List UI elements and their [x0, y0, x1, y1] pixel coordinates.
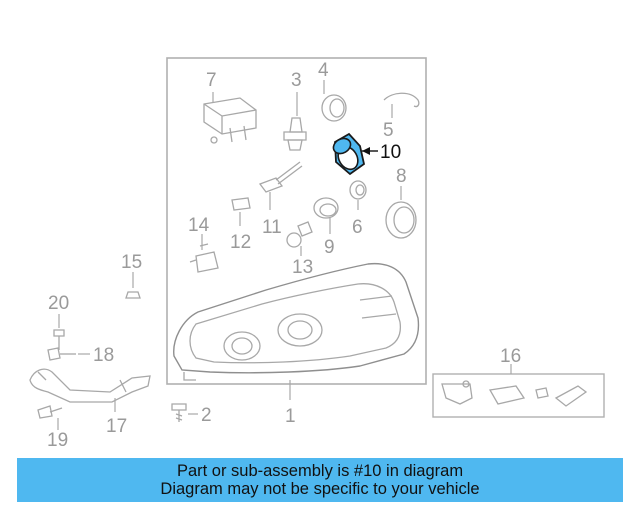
part-2-screw[interactable] — [171, 403, 198, 422]
part-18-screw[interactable] — [47, 347, 90, 361]
callout-1: 1 — [285, 406, 296, 427]
part-17-bracket[interactable] — [29, 368, 151, 412]
part-14-bulb[interactable] — [189, 234, 219, 273]
callout-11: 11 — [262, 217, 282, 238]
callout-2: 2 — [201, 405, 212, 426]
part-9-socket-ring[interactable] — [313, 197, 339, 234]
part-13-bulb[interactable] — [286, 221, 313, 256]
part-11-wiring-socket[interactable] — [258, 161, 303, 210]
callout-10: 10 — [380, 142, 401, 163]
info-banner: Part or sub-assembly is #10 in diagram D… — [17, 458, 623, 502]
callout-15: 15 — [121, 252, 142, 273]
part-3-bulb[interactable] — [283, 92, 307, 151]
part-5-wire-clip[interactable] — [383, 92, 420, 118]
part-19-screw[interactable] — [37, 405, 63, 430]
callout-5: 5 — [383, 120, 394, 141]
part-4-cap[interactable] — [321, 80, 347, 122]
part-8-ring[interactable] — [385, 186, 417, 239]
callout-14: 14 — [188, 215, 210, 236]
callout-12: 12 — [230, 232, 251, 253]
part-16-bracket-kit[interactable] — [432, 364, 605, 418]
callout-16: 16 — [500, 346, 521, 367]
callout-18: 18 — [93, 345, 114, 366]
callout-3: 3 — [291, 70, 302, 91]
assembly-frame — [166, 57, 427, 385]
callout-4: 4 — [318, 60, 329, 81]
callout-13: 13 — [292, 257, 313, 278]
part-20-screw[interactable] — [53, 314, 65, 350]
part-1-headlamp[interactable] — [173, 262, 420, 400]
callout-6: 6 — [352, 217, 363, 238]
callout-17: 17 — [106, 416, 127, 437]
part-10-cap-highlighted[interactable] — [331, 132, 378, 176]
part-15-clip[interactable] — [125, 272, 141, 299]
callout-9: 9 — [324, 237, 335, 258]
banner-line-1: Part or sub-assembly is #10 in diagram — [176, 462, 464, 480]
callout-7: 7 — [206, 70, 217, 91]
callout-8: 8 — [396, 166, 407, 187]
part-6-small-cap[interactable] — [349, 180, 367, 210]
banner-line-2: Diagram may not be specific to your vehi… — [160, 480, 480, 498]
part-12-small-lamp[interactable] — [231, 197, 251, 226]
callout-20: 20 — [48, 293, 69, 314]
callout-19: 19 — [47, 430, 68, 451]
part-7-module[interactable] — [203, 92, 257, 144]
